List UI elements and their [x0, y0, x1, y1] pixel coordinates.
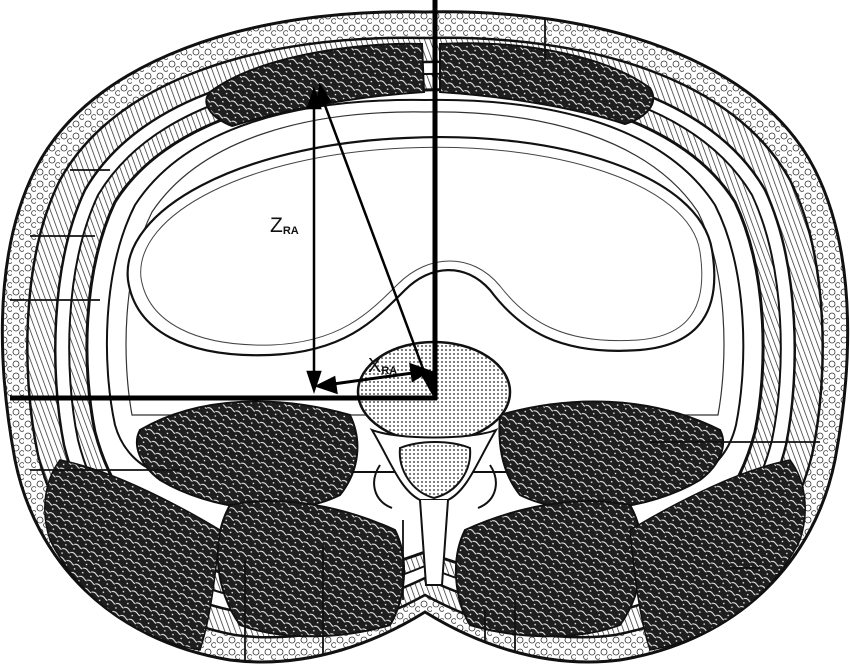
abdominal-cross-section-diagram: ZRA XRA: [0, 0, 850, 666]
